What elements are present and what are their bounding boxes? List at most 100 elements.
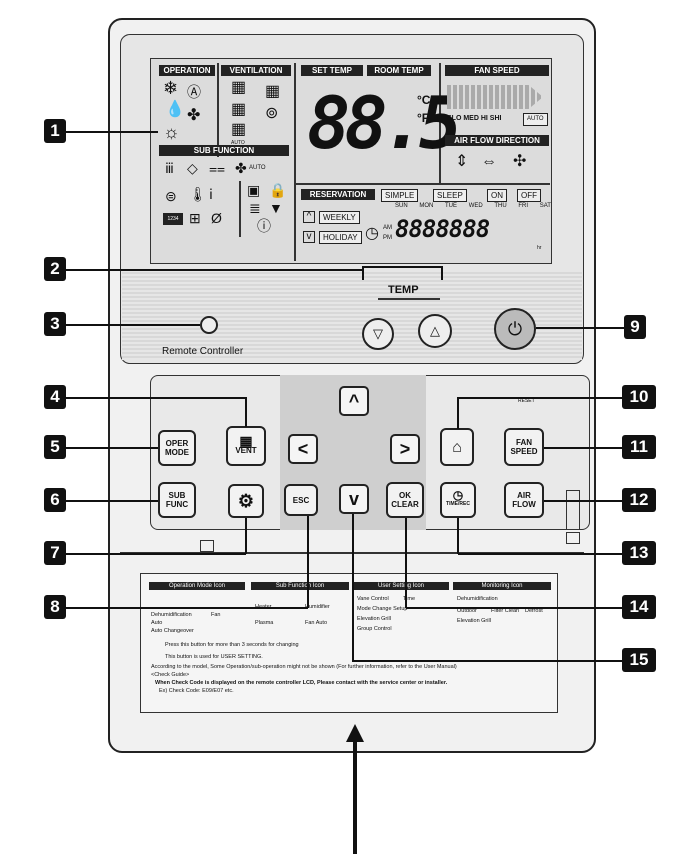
am-label: AM xyxy=(383,225,392,231)
day-sat: SAT xyxy=(539,203,551,209)
remote-sensor xyxy=(200,316,218,334)
gear-icon: ⚙ xyxy=(237,490,255,511)
callout-2-leader-left xyxy=(362,266,364,280)
lcd-divider-2 xyxy=(439,63,441,183)
latch-right xyxy=(566,532,580,544)
temperature-digits: 88.5 xyxy=(307,81,462,165)
guide-note: When Check Code is displayed on the remo… xyxy=(155,680,448,686)
arrow-down-button[interactable]: v xyxy=(339,484,369,514)
fan-speed-header: FAN SPEED xyxy=(445,65,549,76)
fan-speed-label-1: FAN xyxy=(516,438,532,447)
callout-10: 10 xyxy=(622,385,656,409)
guide-item: Mode Change Setup xyxy=(357,606,408,612)
guide-item: Defrost xyxy=(525,608,543,614)
lock-icon: 🔒 xyxy=(269,182,287,198)
leader-9 xyxy=(536,327,624,329)
reservation-header: RESERVATION xyxy=(301,189,375,200)
arrow-right-button[interactable]: > xyxy=(390,434,420,464)
vent-button[interactable]: ▦VENT xyxy=(226,426,266,466)
swing-all-icon: ✣ xyxy=(513,153,527,170)
leader-10-drop xyxy=(457,397,459,429)
guide-card: Operation Mode Icon Sub Function Icon Us… xyxy=(140,573,558,713)
celsius-unit: °C xyxy=(417,93,431,107)
arrow-up-button[interactable]: ^ xyxy=(339,386,369,416)
day-thu: THU xyxy=(494,203,507,209)
ventilation-header: VENTILATION xyxy=(221,65,291,76)
leader-10 xyxy=(458,397,622,399)
settings-button[interactable]: ⚙ xyxy=(228,484,264,518)
dry-icon: 💧 xyxy=(165,101,185,118)
guide-item: Filter Clean xyxy=(491,608,520,614)
guide-item: Humidifier xyxy=(305,604,330,610)
guide-item: Elevation Grill xyxy=(457,618,491,624)
guide-item: Auto Changeover xyxy=(151,628,194,634)
sub-function-header: SUB FUNCTION xyxy=(159,145,289,156)
leader-14-rise xyxy=(405,518,407,608)
lcd-divider-3 xyxy=(217,63,219,157)
room-temp-button[interactable]: ⌂ xyxy=(440,428,474,466)
temp-up-button[interactable]: △ xyxy=(418,314,452,348)
callout-1: 1 xyxy=(44,119,66,143)
vent-heat-icon: ⊚ xyxy=(265,105,279,122)
leader-13-rise xyxy=(457,518,459,554)
vent-auto-icon: ▦ xyxy=(231,121,247,138)
callout-11: 11 xyxy=(622,435,656,459)
vent-fan-icon: ▦ xyxy=(231,101,247,118)
callout-15: 15 xyxy=(622,648,656,672)
esc-label: ESC xyxy=(292,495,310,505)
time-digits: 8888888 xyxy=(395,215,490,243)
fan-levels: SLO MED HI SHI xyxy=(447,115,502,122)
clock-button-icon: ◷ xyxy=(452,488,464,502)
timer-label: TIME/REC xyxy=(446,501,470,507)
callout-9: 9 xyxy=(624,315,646,339)
guide-check: <Check Guide> xyxy=(151,672,190,678)
operation-header: OPERATION xyxy=(159,65,215,76)
arrow-left-button[interactable]: < xyxy=(288,434,318,464)
lcd-divider xyxy=(294,63,296,261)
oper-mode-label-2: MODE xyxy=(165,448,189,457)
leader-4 xyxy=(66,397,246,399)
hr-label: hr xyxy=(537,245,542,251)
guide-item: Plasma xyxy=(255,620,274,626)
up-indicator-icon: ^ xyxy=(303,211,315,223)
vent-fast-icon: ▦ xyxy=(265,83,281,100)
day-wed: WED xyxy=(468,203,483,209)
guide-header-monitor: Monitoring Icon xyxy=(453,582,551,590)
callout-7: 7 xyxy=(44,541,66,565)
day-fri: FRI xyxy=(518,203,529,209)
guide-header-sub: Sub Function Icon xyxy=(251,582,349,590)
esc-button[interactable]: ESC xyxy=(284,484,318,516)
reservation-off: OFF xyxy=(517,189,541,202)
temp-down-button[interactable]: ▽ xyxy=(362,318,394,350)
clock-icon: ◷ xyxy=(365,225,379,242)
leader-1 xyxy=(66,131,158,133)
guide-header-operation: Operation Mode Icon xyxy=(149,582,245,590)
reservation-on: ON xyxy=(487,189,507,202)
leader-8 xyxy=(66,607,308,609)
oper-mode-label-1: OPER xyxy=(165,439,189,448)
reservation-simple: SIMPLE xyxy=(381,189,419,202)
set-temp-header: SET TEMP xyxy=(301,65,363,76)
callout-8: 8 xyxy=(44,595,66,619)
sub-divider xyxy=(239,181,241,237)
mode-change-icon: ▣ xyxy=(247,182,261,198)
counter-display: 1234 xyxy=(163,213,183,225)
room-temp-header: ROOM TEMP xyxy=(367,65,431,76)
lcd-display: OPERATION VENTILATION SET TEMP ROOM TEMP… xyxy=(150,58,552,264)
fan-auto-label: AUTO xyxy=(523,113,548,126)
day-sun: SUN xyxy=(395,203,408,209)
power-button[interactable]: ⏻ xyxy=(494,308,536,350)
filter-clean-icon: ▼ xyxy=(269,200,283,216)
heater-icon: ⅲ xyxy=(165,160,174,176)
grid-icon: ⊞ xyxy=(189,210,201,226)
latch-left xyxy=(200,540,214,552)
leader-7-rise xyxy=(245,518,247,554)
guide-item: Dehumidification xyxy=(457,596,498,602)
auto-mode-icon: Ⓐ xyxy=(187,84,201,100)
timer-button[interactable]: ◷TIME/REC xyxy=(440,482,476,518)
